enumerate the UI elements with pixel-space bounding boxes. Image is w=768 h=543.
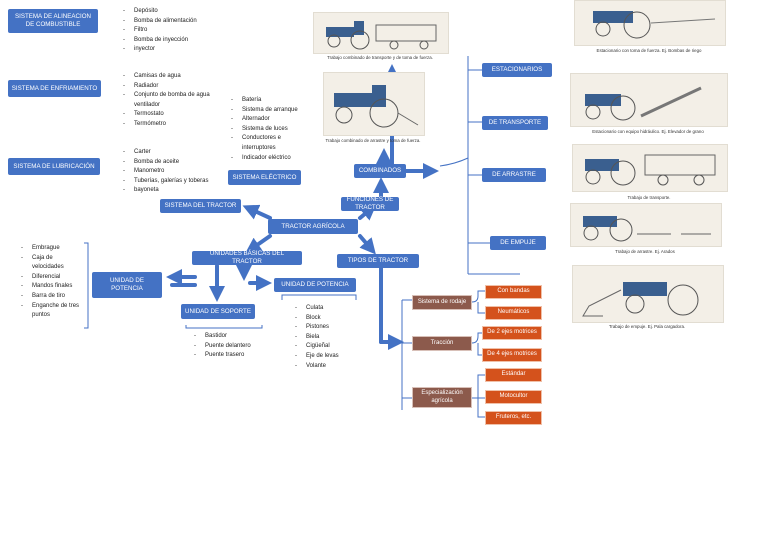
list-item: Conjunto de bomba de agua ventilador bbox=[123, 91, 229, 110]
caption-combinado-1: Trabajo combinado de transporte y de tom… bbox=[327, 55, 433, 60]
tractor-agricola-box: TRACTOR AGRÍCOLA bbox=[268, 219, 358, 234]
tipos-tractor-box: TIPOS DE TRACTOR bbox=[337, 254, 419, 268]
unidades-basicas-box: UNIDADES BÁSICAS DEL TRACTOR bbox=[192, 250, 302, 265]
list-item: inyector bbox=[123, 45, 223, 55]
sistema-electrico-box: SISTEMA ELÉCTRICO bbox=[228, 170, 301, 185]
option-box: De 2 ejes motrices bbox=[482, 326, 542, 340]
option-box: Neumáticos bbox=[485, 306, 542, 320]
list-item: Puente delantero bbox=[194, 342, 274, 352]
sistema-alineacion-box: SISTEMA DE ALINEACION DE COMBUSTIBLE bbox=[8, 9, 98, 33]
list-item: Termostato bbox=[123, 110, 229, 120]
tractor-illustration bbox=[585, 86, 702, 121]
estacionarios-box: ESTACIONARIOS bbox=[482, 63, 552, 77]
list-item: Sistema de arranque bbox=[231, 106, 311, 116]
list-item: Indicador eléctrico bbox=[231, 154, 311, 164]
list-item: Bastidor bbox=[194, 332, 274, 342]
list-item: Culata bbox=[295, 304, 355, 314]
potencia-left-list: Embrague Caja de velocidades Diferencial… bbox=[21, 244, 83, 321]
list-item: Biela bbox=[295, 333, 355, 343]
arrastre-image bbox=[572, 144, 728, 192]
sistema-enfriamiento-box: SISTEMA DE ENFRIAMIENTO bbox=[8, 80, 101, 97]
empuje-arado-image bbox=[570, 203, 722, 247]
potencia-right-list: Culata Block Pistones Biela Cigüeñal Eje… bbox=[295, 304, 355, 371]
caption-arrastre: Trabajo de transporte. bbox=[627, 195, 671, 200]
unidad-potencia-left-box: UNIDAD DE POTENCIA bbox=[92, 272, 162, 298]
list-item: Sistema de luces bbox=[231, 125, 311, 135]
list-item: Barra de tiro bbox=[21, 292, 83, 302]
funciones-box: FUNCIONES DE TRACTOR bbox=[341, 196, 399, 211]
caption-combinado-2: Trabajo combinado de arrastre y toma de … bbox=[325, 138, 421, 143]
soporte-list: Bastidor Puente delantero Puente trasero bbox=[194, 332, 274, 361]
tractor-illustration bbox=[583, 216, 711, 242]
tipo-traccion-box: Tracción bbox=[412, 336, 472, 351]
list-item: Termómetro bbox=[123, 120, 229, 130]
unidad-soporte-box: UNIDAD DE SOPORTE bbox=[181, 304, 255, 319]
option-box: Estándar bbox=[485, 368, 542, 382]
de-transporte-box: DE TRANSPORTE bbox=[482, 116, 548, 130]
list-item: Filtro bbox=[123, 26, 223, 36]
list-item: Embrague bbox=[21, 244, 83, 254]
sistema-lubricacion-box: SISTEMA DE LUBRICACIÓN bbox=[8, 158, 100, 175]
tractor-illustration bbox=[582, 282, 699, 317]
option-box: De 4 ejes motrices bbox=[482, 348, 542, 362]
caption-empuje: Trabajo de arrastre. Ej. Arados bbox=[615, 249, 675, 254]
list-item: Diferencial bbox=[21, 273, 83, 283]
list-item: Caja de velocidades bbox=[21, 254, 83, 273]
list-item: Batería bbox=[231, 96, 311, 106]
tractor-arrastre-image bbox=[323, 72, 425, 136]
list-item: Block bbox=[295, 314, 355, 324]
list-item: Tuberías, galerías y toberas bbox=[123, 177, 229, 187]
list-item: Enganche de tres puntos bbox=[21, 302, 83, 321]
tractor-illustration bbox=[593, 11, 716, 39]
list-item: Mandos finales bbox=[21, 282, 83, 292]
combinados-box: COMBINADOS bbox=[354, 164, 406, 178]
caption-transporte: Estacionario con equipo hidráulico. Ej. … bbox=[592, 129, 704, 134]
tipo-especializacion-box: Especialización agrícola bbox=[412, 387, 472, 408]
unidad-potencia-right-box: UNIDAD DE POTENCIA bbox=[274, 278, 356, 292]
lubricacion-list: Carter Bomba de aceite Manometro Tubería… bbox=[123, 148, 229, 196]
list-item: Puente trasero bbox=[194, 351, 274, 361]
de-arrastre-box: DE ARRASTRE bbox=[482, 168, 546, 182]
option-box: Fruteros, etc. bbox=[485, 411, 542, 425]
tractor-transport-image bbox=[313, 12, 449, 54]
list-item: Pistones bbox=[295, 323, 355, 333]
list-item: Camisas de agua bbox=[123, 72, 229, 82]
list-item: Alternador bbox=[231, 115, 311, 125]
sistema-tractor-box: SISTEMA DEL TRACTOR bbox=[160, 199, 241, 213]
list-item: Radiador bbox=[123, 82, 229, 92]
list-item: Bomba de alimentación bbox=[123, 17, 223, 27]
estacionario-image bbox=[574, 0, 726, 46]
option-box: Motocultor bbox=[485, 390, 542, 404]
de-empuje-box: DE EMPUJE bbox=[490, 236, 546, 250]
option-box: Con bandas bbox=[485, 285, 542, 299]
list-item: bayoneta bbox=[123, 186, 229, 196]
list-item: Bomba de inyección bbox=[123, 36, 223, 46]
tipo-rodaje-box: Sistema de rodaje bbox=[412, 295, 472, 310]
list-item: Volante bbox=[295, 362, 355, 372]
list-item: Carter bbox=[123, 148, 229, 158]
transporte-image bbox=[570, 73, 728, 127]
tractor-illustration bbox=[585, 154, 716, 186]
tractor-illustration bbox=[326, 21, 437, 50]
caption-pala: Trabajo de empuje. Ej. Pala cargadora. bbox=[608, 324, 686, 329]
list-item: Cigüeñal bbox=[295, 342, 355, 352]
alineacion-list: Depósito Bomba de alimentación Filtro Bo… bbox=[123, 7, 223, 55]
list-item: Manometro bbox=[123, 167, 229, 177]
list-item: Conductores e interruptores bbox=[231, 134, 311, 153]
caption-estacionario: Estacionario con toma de fuerza. Ej. Bom… bbox=[596, 48, 702, 53]
electrico-list: Batería Sistema de arranque Alternador S… bbox=[231, 96, 311, 163]
list-item: Eje de levas bbox=[295, 352, 355, 362]
enfriamiento-list: Camisas de agua Radiador Conjunto de bom… bbox=[123, 72, 229, 130]
pala-cargadora-image bbox=[572, 265, 724, 323]
tractor-illustration bbox=[334, 85, 419, 128]
list-item: Depósito bbox=[123, 7, 223, 17]
list-item: Bomba de aceite bbox=[123, 158, 229, 168]
